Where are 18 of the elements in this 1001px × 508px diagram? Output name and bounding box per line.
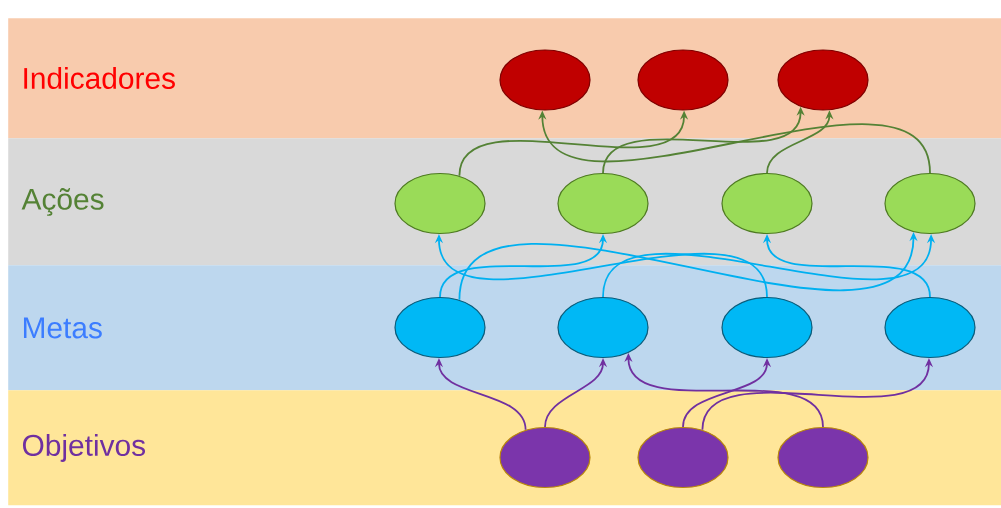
ellipse bbox=[557, 172, 649, 235]
band-label: Objetivos bbox=[22, 434, 145, 462]
ellipse bbox=[884, 172, 976, 235]
ellipse bbox=[499, 49, 591, 111]
ellipse bbox=[721, 296, 813, 359]
ellipse bbox=[499, 426, 591, 489]
ellipse bbox=[777, 49, 869, 111]
band-label: Indicadores bbox=[24, 67, 175, 89]
ellipse bbox=[884, 296, 976, 359]
ellipse bbox=[394, 296, 486, 359]
ellipse bbox=[777, 426, 869, 489]
ellipse bbox=[637, 426, 729, 489]
band-label: Metas bbox=[24, 317, 102, 339]
ellipse bbox=[721, 172, 813, 235]
ellipse bbox=[637, 49, 729, 111]
ellipse bbox=[394, 172, 486, 235]
band-label: Ações bbox=[21, 188, 104, 216]
ellipse bbox=[557, 296, 649, 359]
